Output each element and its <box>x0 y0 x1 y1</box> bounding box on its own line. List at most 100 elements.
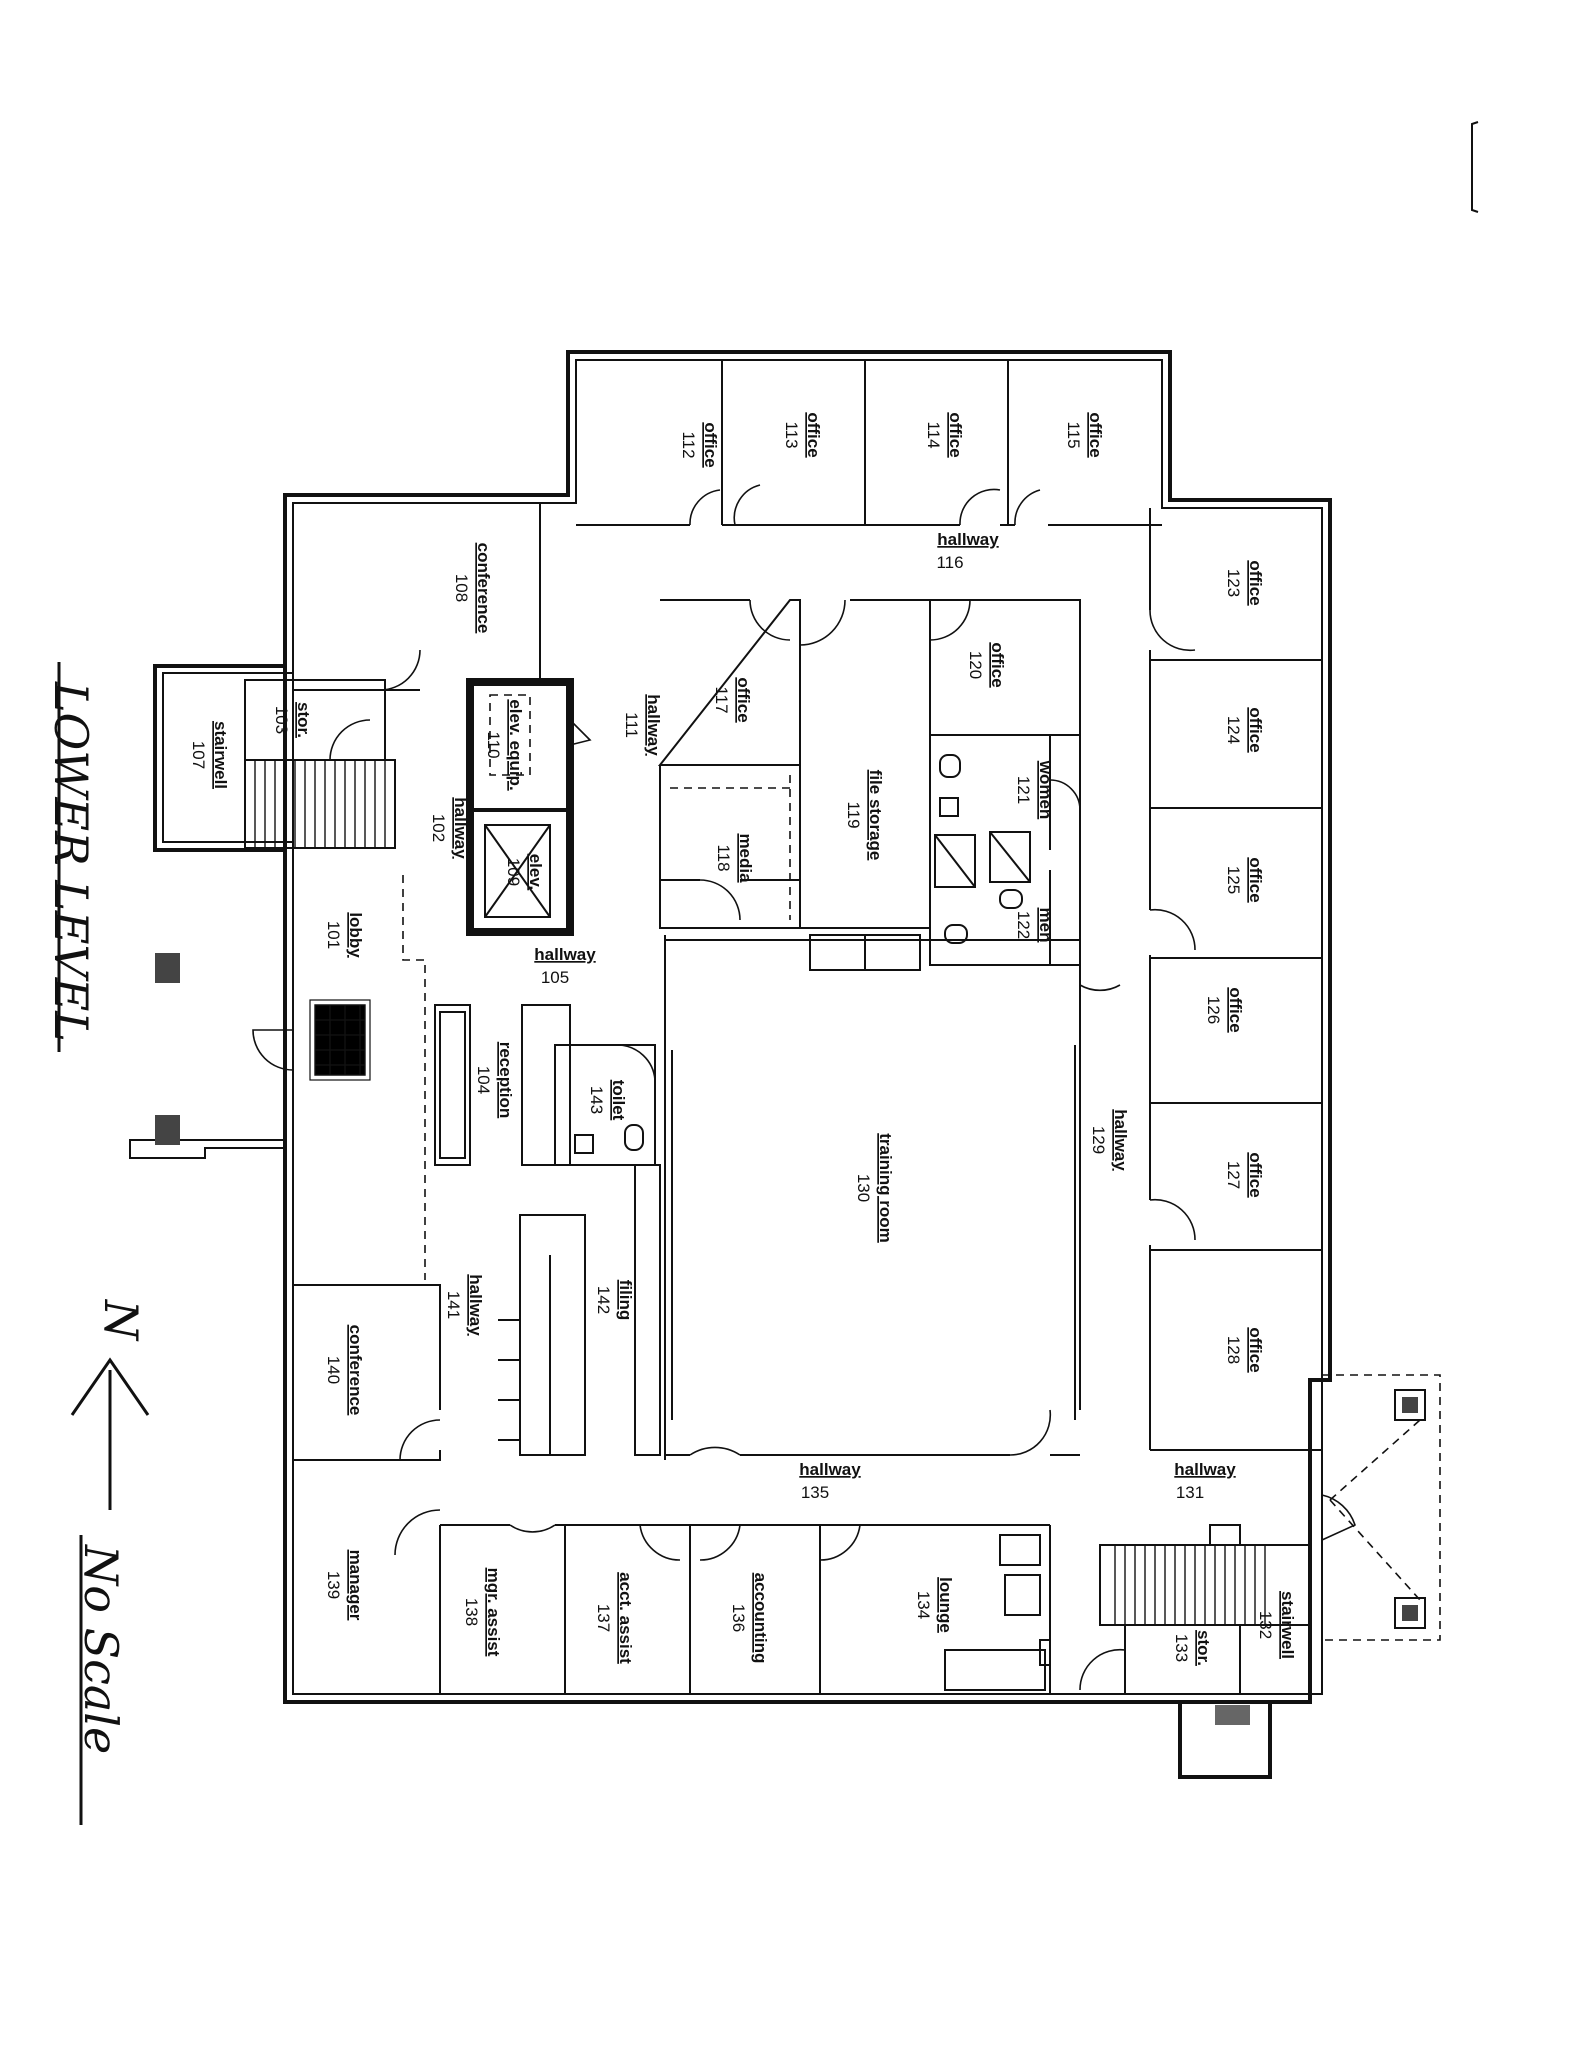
room-label-117: office 117 <box>712 677 753 722</box>
room-name: women <box>1036 760 1055 820</box>
room-number: 118 <box>714 844 733 871</box>
room-name: filing <box>616 1280 635 1321</box>
room-name: men <box>1036 908 1055 943</box>
room-number: 134 <box>914 1591 933 1619</box>
room-number: 110 <box>484 731 503 758</box>
room-name: file storage <box>866 770 885 861</box>
room-name: accounting <box>751 1573 770 1664</box>
room-name: reception <box>496 1042 515 1119</box>
room-name: hallway <box>1174 1460 1236 1479</box>
room-name: stairwell <box>1278 1591 1297 1659</box>
conference-108-walls <box>293 503 541 691</box>
room-label-131: hallway 131 <box>1174 1460 1236 1502</box>
room-number: 122 <box>1014 911 1033 939</box>
room-number: 101 <box>324 921 343 949</box>
room-name: stor. <box>294 702 313 738</box>
room-number: 124 <box>1224 716 1243 744</box>
room-label-113: office 113 <box>782 412 823 457</box>
room-label-116: hallway 116 <box>936 530 999 572</box>
room-label-136: accounting 136 <box>729 1573 770 1664</box>
room-label-122: men 122 <box>1014 908 1055 943</box>
room-name: hallway <box>937 530 999 549</box>
room-label-141: hallway 141 <box>444 1274 485 1336</box>
central-block <box>657 599 1081 971</box>
room-label-118: media 118 <box>714 833 755 883</box>
room-label-103: stor. 103 <box>272 702 313 738</box>
room-number: 102 <box>429 814 448 842</box>
room-number: 107 <box>189 741 208 769</box>
room-label-142: filing 142 <box>594 1280 635 1321</box>
reception-area <box>434 1004 661 1456</box>
top-office-partitions <box>576 360 1162 526</box>
room-label-123: office 123 <box>1224 560 1265 605</box>
room-number: 103 <box>272 706 291 734</box>
room-number: 111 <box>622 712 641 738</box>
room-label-101: lobby 101 <box>324 912 365 958</box>
room-label-120: office 120 <box>966 642 1007 687</box>
room-name: office <box>1246 1152 1265 1197</box>
room-label-127: office 127 <box>1224 1152 1265 1197</box>
room-number: 136 <box>729 1604 748 1632</box>
room-label-140: conference 140 <box>324 1325 365 1416</box>
room-number: 125 <box>1224 866 1243 894</box>
room-label-126: office 126 <box>1204 987 1245 1032</box>
room-number: 127 <box>1224 1161 1243 1189</box>
room-name: office <box>1086 412 1105 457</box>
room-number: 139 <box>324 1571 343 1599</box>
room-number: 137 <box>594 1604 613 1632</box>
room-number: 115 <box>1064 421 1083 448</box>
scan-mark <box>1471 121 1479 213</box>
room-name: office <box>701 422 720 467</box>
room-label-107: stairwell 107 <box>189 721 230 789</box>
room-name: office <box>1246 707 1265 752</box>
room-number: 123 <box>1224 569 1243 597</box>
elevator-core <box>466 678 592 936</box>
room-name: lobby <box>346 912 365 958</box>
stairwell-132 <box>1079 1524 1311 1695</box>
room-number: 132 <box>1256 1611 1275 1639</box>
room-number: 130 <box>854 1174 873 1202</box>
room-number: 109 <box>504 858 523 886</box>
room-label-108: conference 108 <box>452 543 493 634</box>
room-label-102: hallway 102 <box>429 797 470 859</box>
room-name: office <box>1226 987 1245 1032</box>
room-number: 135 <box>801 1483 829 1502</box>
room-number: 120 <box>966 651 985 679</box>
room-number: 112 <box>679 431 698 458</box>
room-number: 105 <box>541 968 569 987</box>
room-name: toilet <box>609 1080 628 1121</box>
right-office-partitions <box>1149 508 1322 1451</box>
room-number: 131 <box>1176 1483 1204 1502</box>
room-label-112: office 112 <box>679 422 720 467</box>
room-label-105: hallway 105 <box>534 945 596 987</box>
room-name: elev. <box>526 854 545 891</box>
room-label-135: hallway 135 <box>799 1460 861 1502</box>
room-name: mgr. assist <box>484 1568 503 1657</box>
room-label-114: office 114 <box>924 412 965 457</box>
exterior-walls <box>129 350 1332 1704</box>
room-name: media <box>736 833 755 883</box>
room-label-139: manager 139 <box>324 1550 365 1621</box>
room-label-137: acct. assist 137 <box>594 1572 635 1664</box>
north-arrow-head <box>70 1357 150 1416</box>
room-label-111: hallway 111 <box>622 694 663 756</box>
lobby-details <box>155 875 426 1280</box>
room-number: 140 <box>324 1356 343 1384</box>
room-number: 104 <box>474 1066 493 1094</box>
north-label: N <box>94 1299 148 1342</box>
north-label-text: N <box>94 1299 148 1342</box>
room-name: office <box>1246 857 1265 902</box>
room-label-121: women 121 <box>1014 760 1055 820</box>
room-label-138: mgr. assist 138 <box>462 1568 503 1657</box>
room-label-110: elev. equip. 110 <box>484 699 525 790</box>
training-room-walls <box>664 935 1121 1460</box>
room-name: hallway <box>466 1274 485 1336</box>
room-labels: office 112 office 113 office 114 office … <box>189 412 1297 1666</box>
room-number: 108 <box>452 574 471 602</box>
room-name: hallway <box>534 945 596 964</box>
level-label: LOWER LEVEL <box>44 662 98 1052</box>
room-name: acct. assist <box>616 1572 635 1664</box>
room-name: manager <box>346 1550 365 1621</box>
room-label-143: toilet 143 <box>587 1080 628 1121</box>
room-label-128: office 128 <box>1224 1327 1265 1372</box>
